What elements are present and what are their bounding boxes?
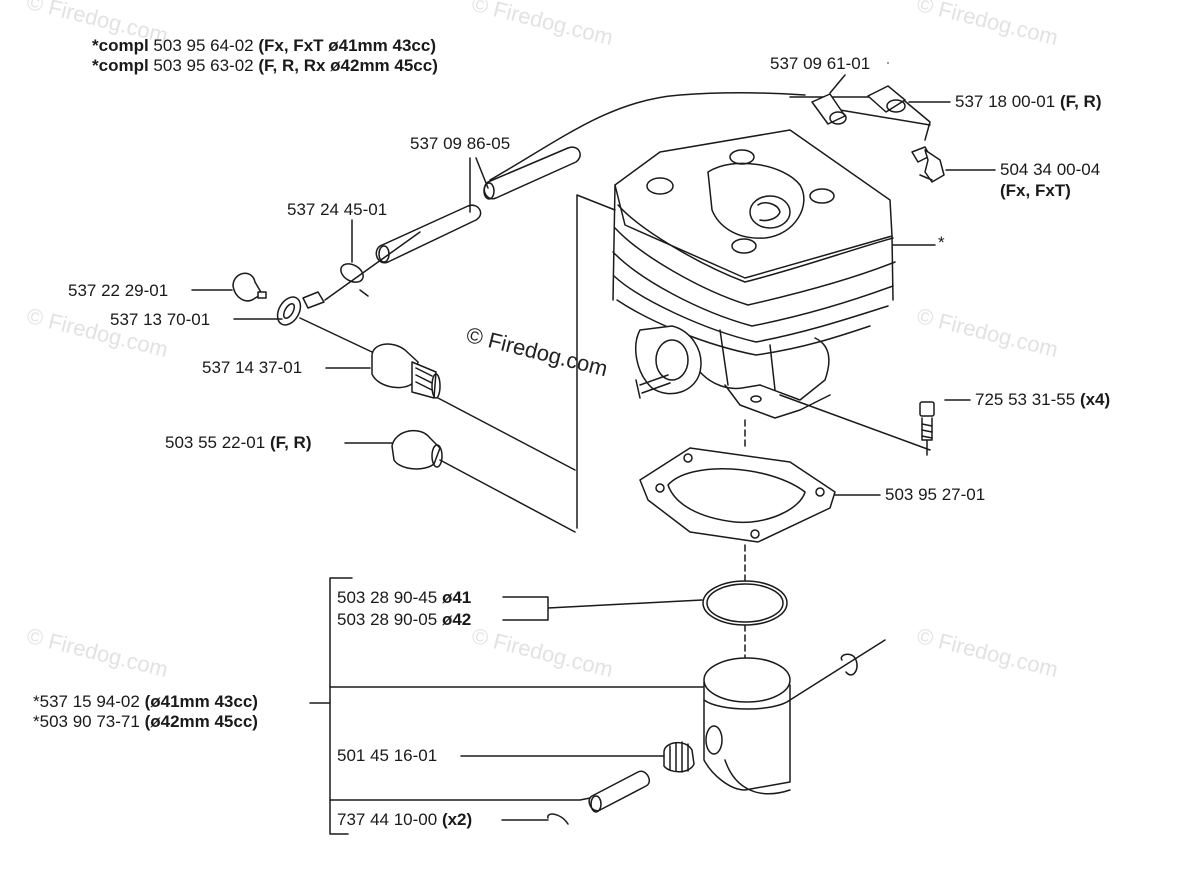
part-label: 537 14 37-01 [202,358,302,378]
header-number: 503 95 64-02 [153,36,254,55]
part-number: 537 09 61-01 [770,54,871,73]
valve-537143701 [371,343,441,399]
part-label: 737 44 10-00 (x2) [337,810,472,830]
part-label: 537 09 86-05 [410,134,510,154]
part-label: 503 95 27-01 [885,485,985,505]
elbow-504340004 [911,146,996,183]
hose-537244501 [375,204,482,264]
part-number: 503 55 22-01 [165,433,266,452]
part-number: *503 90 73-71 [33,712,140,731]
hose-537098605 [483,146,581,200]
header-note: (Fx, FxT ø41mm 43cc) [258,36,436,55]
part-number: 537 13 70-01 [110,310,211,329]
part-number: 537 24 45-01 [287,200,388,219]
header-line-2: *compl 503 95 63-02 (F, R, Rx ø42mm 45cc… [92,56,438,76]
part-number: * [938,233,945,252]
part-number: 537 14 37-01 [202,358,303,377]
part-number: 725 53 31-55 [975,390,1076,409]
washer-537137001 [276,291,325,326]
part-label: 537 18 00-01 (F, R) [955,92,1101,112]
header-note: (F, R, Rx ø42mm 45cc) [258,56,438,75]
part-label: 537 24 45-01 [287,200,387,220]
fitting-537180001 [867,85,906,113]
part-number: 503 28 90-45 [337,588,438,607]
part-note: ø41 [441,588,472,607]
part-label: 501 45 16-01 [337,746,437,766]
header-line-1: *compl 503 95 64-02 (Fx, FxT ø41mm 43cc) [92,36,436,56]
part-note: (ø42mm 45cc) [144,712,258,731]
part-number: 537 18 00-01 [955,92,1056,111]
part-number: 537 09 86-05 [410,134,511,153]
part-note-line: (Fx, FxT) [1000,181,1071,201]
fitting-537096101 [811,93,847,125]
part-number: 503 28 90-05 [337,610,438,629]
part-label: 725 53 31-55 (x4) [975,390,1110,410]
pin-737441000 [547,770,650,825]
part-label: *537 15 94-02 (ø41mm 43cc) [33,692,258,712]
part-note: (Fx, FxT) [1000,181,1071,200]
part-note: (F, R) [269,433,312,452]
part-label: 537 09 61-01 [770,54,870,74]
part-label: *503 90 73-71 (ø42mm 45cc) [33,712,258,732]
part-note: ø42 [441,610,472,629]
part-number: *537 15 94-02 [33,692,140,711]
part-label: 503 28 90-45 ø41 [337,588,471,608]
part-number: 537 22 29-01 [68,281,169,300]
bearing-501451601 [663,741,695,773]
part-number: 504 34 00-04 [1000,160,1101,179]
piston-assembly [703,639,886,795]
part-label: 537 22 29-01 [68,281,168,301]
part-number: 503 95 27-01 [885,485,986,504]
part-label: 503 28 90-05 ø42 [337,610,471,630]
part-note: (x2) [441,810,473,829]
piston-ring [702,580,788,626]
bolt-725533155 [779,394,935,456]
part-note: (ø41mm 43cc) [144,692,258,711]
header-prefix: *compl [92,56,149,75]
header-prefix: *compl [92,36,149,55]
part-label: 537 13 70-01 [110,310,210,330]
part-label: * [938,233,945,253]
part-label: 504 34 00-04 [1000,160,1100,180]
clamp-537244501 [340,263,369,297]
part-label: 503 55 22-01 (F, R) [165,433,311,453]
part-note: (x4) [1079,390,1111,409]
header-number: 503 95 63-02 [153,56,254,75]
plug-537222901 [232,272,267,302]
cylinder [612,129,936,419]
part-note: (F, R) [1059,92,1102,111]
part-number: 501 45 16-01 [337,746,438,765]
part-number: 737 44 10-00 [337,810,438,829]
plug-503552201 [391,429,443,470]
gasket-503952701 [639,447,881,543]
